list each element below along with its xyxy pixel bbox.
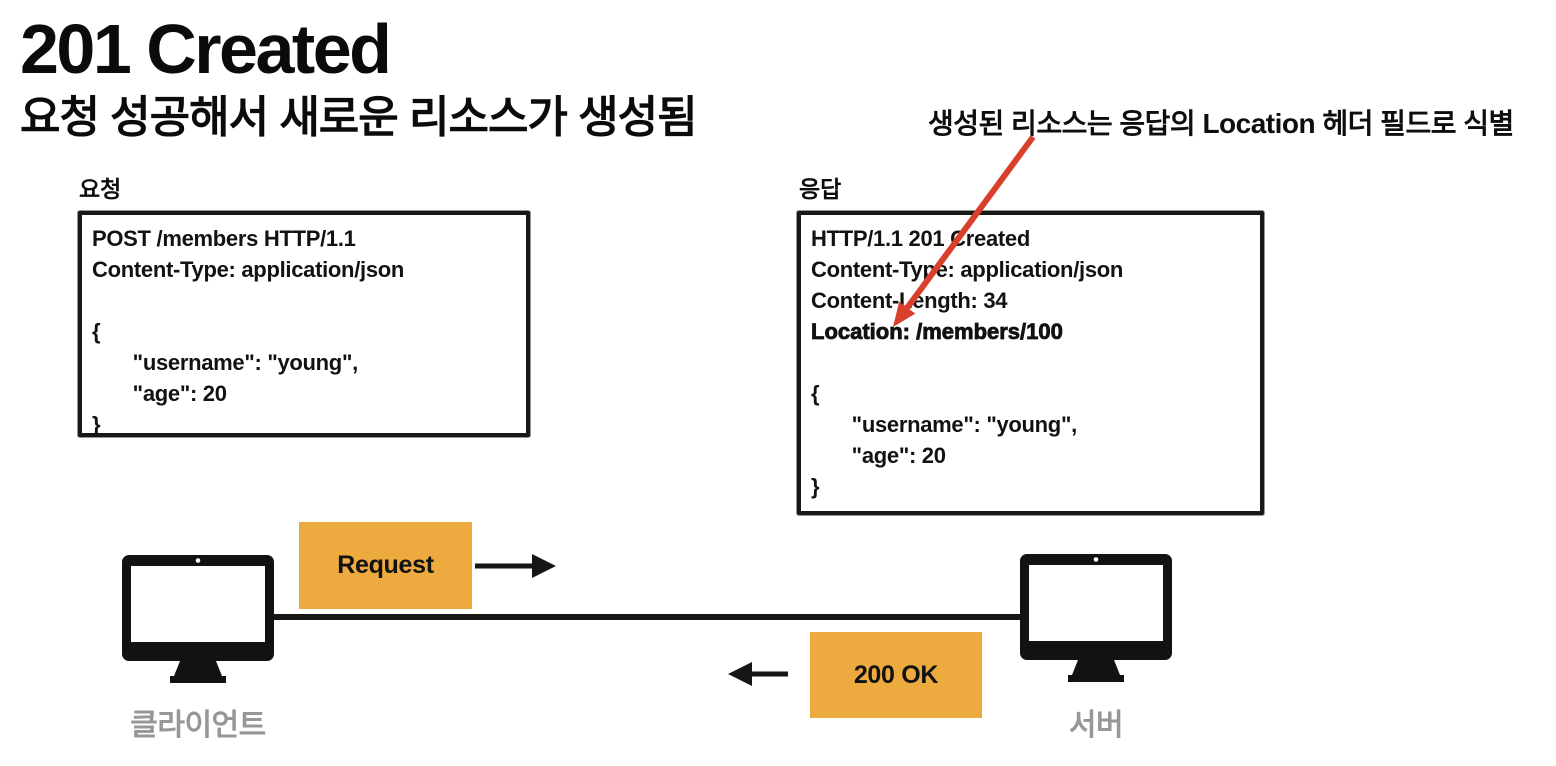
code-line: "age": 20 (92, 381, 227, 406)
response-direction-arrow-icon (728, 662, 788, 686)
code-line: POST /members HTTP/1.1 (92, 226, 356, 251)
location-pointer-arrow-icon (893, 135, 1036, 327)
server-label: 서버 (1068, 709, 1124, 742)
server-monitor-icon (1020, 554, 1172, 682)
code-line: "username": "young", (92, 350, 359, 375)
response-panel-label: 응답 (799, 176, 842, 202)
page-title: 201 Created (20, 10, 392, 88)
code-line: Content-Type: application/json (92, 257, 405, 282)
client-monitor-icon (122, 555, 274, 683)
code-line: HTTP/1.1 201 Created (811, 226, 1030, 251)
request-badge-label: Request (337, 551, 434, 579)
response-badge: 200 OK (810, 632, 982, 718)
code-line: } (811, 474, 820, 499)
code-line: } (92, 412, 101, 437)
code-line: { (811, 381, 820, 406)
request-direction-arrow-icon (475, 554, 556, 578)
code-line (811, 347, 1248, 378)
code-line: { (92, 319, 101, 344)
code-line: "age": 20 (811, 443, 946, 468)
code-line: Location: /members/100 (811, 319, 1064, 345)
request-panel-label: 요청 (79, 176, 122, 202)
code-line: Content-Length: 34 (811, 288, 1008, 313)
request-badge: Request (299, 522, 472, 609)
network-line (272, 614, 1024, 620)
code-line (92, 285, 514, 316)
code-line: "username": "young", (811, 412, 1078, 437)
client-label: 클라이언트 (130, 709, 266, 742)
location-annotation-text: 생성된 리소스는 응답의 Location 헤더 필드로 식별 (928, 108, 1514, 139)
page-subtitle: 요청 성공해서 새로운 리소스가 생성됨 (20, 93, 698, 142)
response-badge-label: 200 OK (853, 660, 939, 689)
